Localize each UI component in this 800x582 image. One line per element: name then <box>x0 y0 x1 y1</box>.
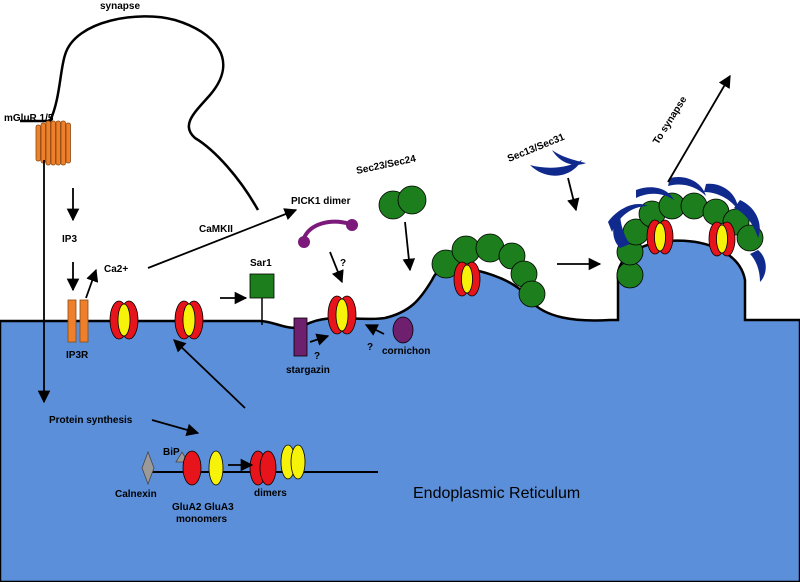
copii-vesicle-coat <box>616 192 764 289</box>
bip-label: BiP <box>163 447 180 458</box>
er-title: Endoplasmic Reticulum <box>413 485 580 502</box>
dimers-label: dimers <box>254 488 287 499</box>
calnexin-label: Calnexin <box>115 489 157 500</box>
sec23-label: Sec23/Sec24 <box>355 153 417 176</box>
cornichon-label: cornichon <box>382 346 430 357</box>
stargazin-label: stargazin <box>286 365 330 376</box>
glua-dimer <box>708 221 736 257</box>
glua2-monomer <box>182 450 202 486</box>
ip3r-label: IP3R <box>66 350 89 361</box>
sec23-sec24-complex <box>378 185 427 220</box>
er-lumen <box>0 239 800 582</box>
sec13-sec31-complex <box>530 150 586 176</box>
cornichon-protein <box>392 316 414 344</box>
ca2-label: Ca2+ <box>104 264 128 275</box>
to-synapse-label: To synapse <box>651 94 689 146</box>
glua3-monomer <box>208 450 224 486</box>
mglur-label: mGluR 1/5 <box>4 113 54 124</box>
synapse-label: synapse <box>100 1 140 12</box>
glua-dimer-pair <box>249 444 306 486</box>
sar1-label: Sar1 <box>250 258 272 269</box>
glua-dimer <box>174 300 204 340</box>
glua-pair-label: GluA2 GluA3 <box>172 502 234 513</box>
question-mark-pick1: ? <box>340 258 346 269</box>
question-mark-stargazin: ? <box>314 351 320 362</box>
glua-dimer <box>453 261 481 297</box>
pathway-arrows <box>37 74 731 472</box>
glua-dimer <box>327 295 357 335</box>
sar1-protein <box>249 273 275 325</box>
question-mark-cornichon: ? <box>367 342 373 353</box>
synapse-outline <box>20 15 260 211</box>
camkii-label: CaMKII <box>199 224 233 235</box>
sec13-label: Sec13/Sec31 <box>506 132 567 165</box>
stargazin-protein <box>293 317 308 357</box>
pick1-label: PICK1 dimer <box>291 196 351 207</box>
glua-dimer <box>109 300 139 340</box>
ip3r-channel <box>67 299 89 343</box>
glua-dimer <box>646 219 674 255</box>
protein-synthesis-label: Protein synthesis <box>49 415 133 426</box>
monomers-label: monomers <box>176 514 228 525</box>
sec13-sec31-vesicle-coat <box>608 176 766 282</box>
mglur-receptor <box>35 120 71 166</box>
copii-bud-coat <box>431 233 546 308</box>
ip3-label: IP3 <box>62 234 77 245</box>
calnexin-protein <box>141 450 155 486</box>
pick1-dimer <box>298 219 358 248</box>
